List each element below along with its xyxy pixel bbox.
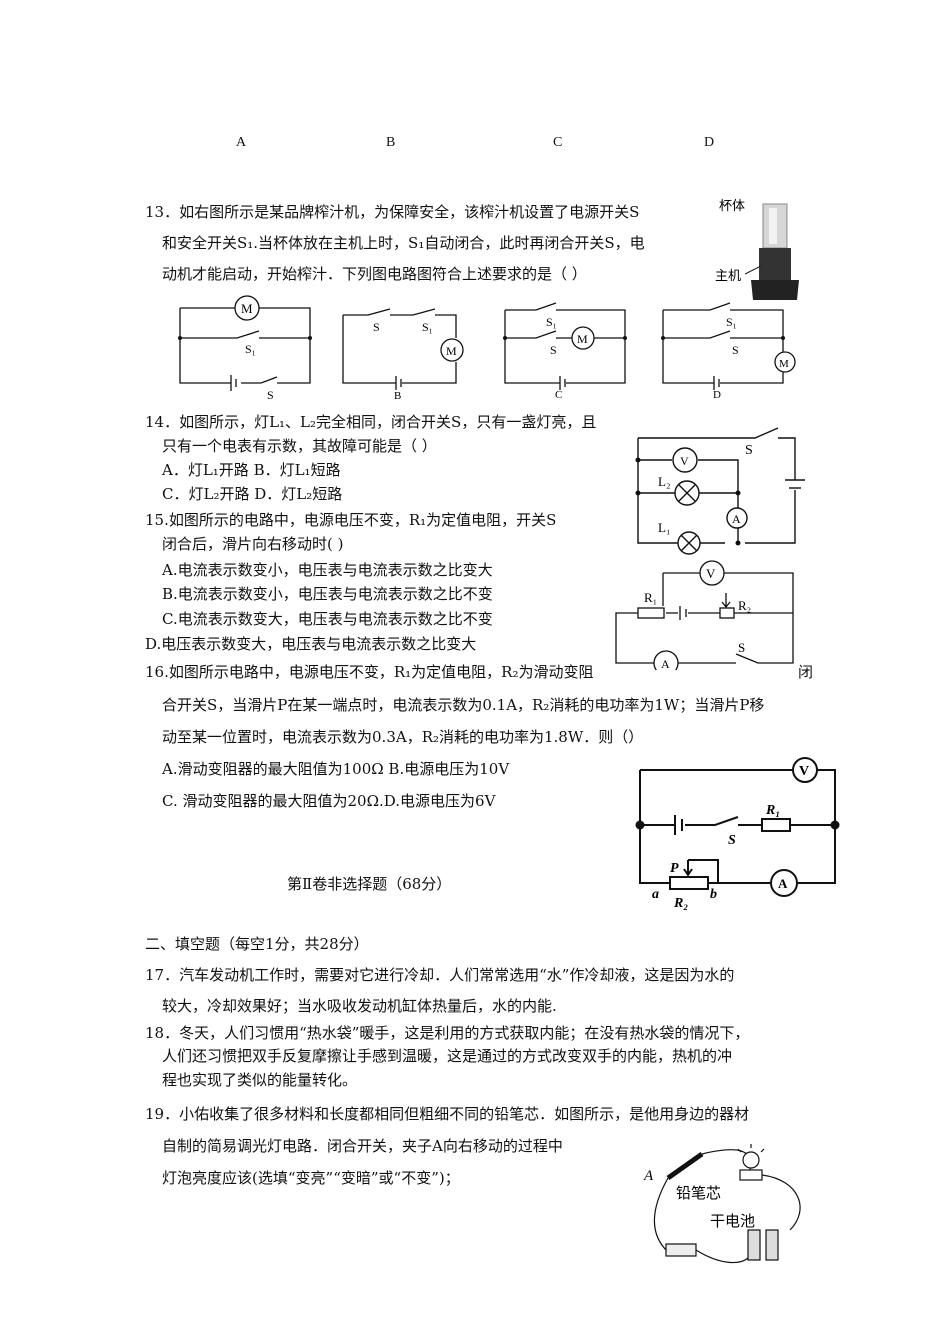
- circuit-c-s1: S₁: [546, 315, 557, 329]
- circuit-a: M S₁ S: [178, 295, 312, 402]
- section-2-title: 第Ⅱ卷非选择题（68分）: [287, 875, 452, 893]
- circuit-a-s1: S₁: [245, 342, 256, 356]
- q15-line-2: 闭合后，滑片向右移动时( ): [162, 535, 344, 553]
- q14-line-2: 只有一个电表有示数，其故障可能是（ ）: [162, 437, 437, 455]
- q14-line-4: C．灯L₂开路 D．灯L₂短路: [162, 485, 343, 503]
- q19-clip-label: A: [643, 1168, 654, 1184]
- q15-voltmeter-label: V: [706, 566, 716, 581]
- q15-circuit: V R₁ R₂ A S: [615, 560, 794, 670]
- q18-line-3: 程也实现了类似的能量转化。: [162, 1071, 358, 1089]
- circuit-d: S₁ S M D: [661, 302, 796, 400]
- q15-option-b: B.电流表示数变小，电压表与电流表示数之比不变: [162, 585, 493, 603]
- circuit-c: S₁ S M C: [503, 302, 627, 400]
- q16-circuit: V S R₁ P a b R₂ A: [635, 757, 840, 910]
- q15-r2-label: R₂: [738, 598, 751, 613]
- circuit-b-caption: B: [394, 390, 401, 400]
- q15-ammeter-label: A: [661, 657, 670, 670]
- q16-b-end-label: b: [710, 887, 717, 902]
- q15-line-1: 15.如图所示的电路中，电源电压不变，R₁为定值电阻，开关S: [145, 511, 557, 529]
- q16-edge-fragment: 闭: [798, 663, 814, 681]
- q15-option-a: A.电流表示数变小，电压表与电流表示数之比变大: [162, 561, 493, 579]
- option-b-label: B: [386, 135, 396, 150]
- fill-section-heading: 二、填空题（每空1分，共28分）: [145, 935, 369, 953]
- circuit-c-caption: C: [555, 389, 562, 400]
- q16-option-ab: A.滑动变阻器的最大阻值为100Ω B.电源电压为10V: [162, 760, 510, 778]
- q14-switch-label: S: [745, 443, 753, 458]
- q19-battery-label: 干电池: [710, 1213, 755, 1230]
- q16-p-label: P: [670, 861, 679, 876]
- q17-line-1: 17．汽车发动机工作时，需要对它进行冷却．人们常常选用“水”作冷却液，这是因为水…: [145, 966, 735, 984]
- q16-a-end-label: a: [652, 887, 659, 902]
- q16-line-1: 16.如图所示电路中，电源电压不变，R₁为定值电阻，R₂为滑动变阻: [145, 663, 594, 681]
- q14-line-3: A．灯L₁开路 B．灯L₁短路: [162, 461, 341, 479]
- circuit-a-motor: M: [241, 301, 253, 316]
- q18-line-2: 人们还习惯把双手反复摩擦让手感到温暖，这是通过的方式改变双手的内能，热机的冲: [162, 1047, 733, 1065]
- q16-switch-label: S: [728, 833, 736, 848]
- circuit-c-motor: M: [577, 332, 588, 346]
- q16-voltmeter-label: V: [799, 764, 809, 779]
- cup-label: 杯体: [719, 198, 745, 213]
- q15-option-d: D.电压表示数变大，电压表与电流表示数之比变大: [145, 635, 477, 653]
- q16-option-cd: C. 滑动变阻器的最大阻值为20Ω.D.电源电压为6V: [162, 792, 496, 810]
- q19-pencil-lead-label: 铅笔芯: [676, 1185, 721, 1202]
- q16-ammeter-label: A: [778, 876, 788, 891]
- q19-line-1: 19．小佑收集了很多材料和长度都相同但粗细不同的铅笔芯．如图所示，是他用身边的器…: [145, 1105, 750, 1123]
- q14-ammeter-label: A: [732, 512, 741, 526]
- circuit-b-s: S: [373, 320, 380, 334]
- q19-dimmer-figure: A 铅笔芯 干电池: [643, 1144, 801, 1264]
- circuit-d-motor: M: [779, 358, 789, 370]
- q16-r1-label: R₁: [765, 803, 780, 818]
- circuit-b-motor: M: [446, 344, 457, 358]
- q14-circuit: S V L₂ A L₁: [635, 427, 805, 555]
- q14-line-1: 14．如图所示，灯L₁、L₂完全相同，闭合开关S，只有一盏灯亮，且: [145, 413, 597, 431]
- circuit-b: S S₁ M B: [342, 308, 464, 400]
- q16-line-3: 动至某一位置时，电流表示数为0.3A，R₂消耗的电功率为1.8W．则（）: [162, 728, 644, 746]
- option-d-label: D: [704, 135, 715, 150]
- q16-r2-label: R₂: [673, 896, 688, 910]
- option-c-label: C: [553, 135, 563, 150]
- q14-l2-label: L₂: [658, 474, 670, 489]
- q16-line-2: 合开关S，当滑片P在某一端点时，电流表示数为0.1A，R₂消耗的电功率为1W；当…: [162, 696, 765, 714]
- option-a-label: A: [236, 135, 247, 150]
- base-label: 主机: [715, 268, 741, 283]
- q13-line-3: 动机才能启动，开始榨汁．下列图电路图符合上述要求的是（ ）: [162, 265, 587, 283]
- q15-r1-label: R₁: [644, 590, 657, 605]
- juicer-figure: 杯体 主机: [715, 198, 799, 300]
- circuit-d-s: S: [732, 343, 739, 357]
- circuit-c-s: S: [550, 343, 557, 357]
- q14-l1-label: L₁: [658, 520, 670, 535]
- q14-voltmeter-label: V: [680, 454, 689, 468]
- q13-line-1: 13．如右图所示是某品牌榨汁机，为保障安全，该榨汁机设置了电源开关S: [145, 203, 640, 221]
- circuit-b-s1: S₁: [422, 320, 433, 334]
- q15-option-c: C.电流表示数变大，电压表与电流表示数之比不变: [162, 610, 493, 628]
- q19-line-3: 灯泡亮度应该(选填“变亮”“变暗”或“不变”)；: [162, 1169, 460, 1187]
- q19-line-2: 自制的简易调光灯电路．闭合开关，夹子A向右移动的过程中: [162, 1137, 563, 1155]
- q15-switch-label: S: [738, 640, 745, 655]
- circuit-d-s1: S₁: [726, 315, 737, 329]
- q17-line-2: 较大，冷却效果好；当水吸收发动机缸体热量后，水的内能.: [162, 997, 557, 1015]
- circuit-d-caption: D: [713, 389, 721, 400]
- circuit-a-s: S: [267, 388, 274, 402]
- q18-line-1: 18．冬天，人们习惯用“热水袋”暖手，这是利用的方式获取内能；在没有热水袋的情况…: [145, 1024, 750, 1042]
- q13-line-2: 和安全开关S₁.当杯体放在主机上时，S₁自动闭合，此时再闭合开关S，电: [162, 234, 645, 252]
